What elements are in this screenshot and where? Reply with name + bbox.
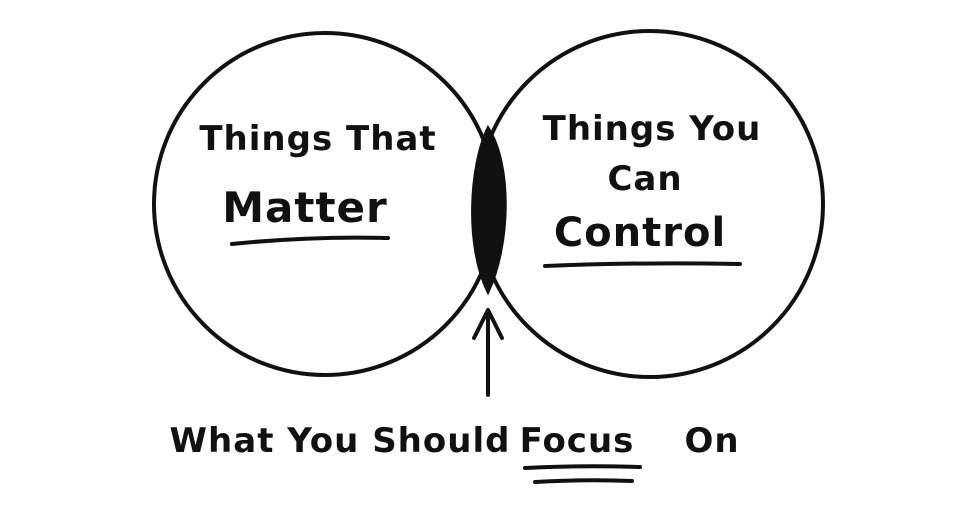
right-circle-line3: Control [554, 210, 726, 256]
left-circle [152, 31, 498, 377]
left-circle-line1: Things That [199, 119, 436, 159]
left-circle-line2: Matter [222, 183, 388, 232]
caption-suffix: On [684, 421, 739, 461]
caption-underline-1 [523, 464, 642, 470]
right-circle [475, 29, 825, 379]
arrow-up-icon [472, 308, 504, 397]
left-circle-underline [230, 235, 390, 246]
right-circle-line1: Things You [543, 109, 762, 149]
caption-prefix: What You Should [170, 421, 511, 461]
caption-emphasis: Focus [520, 421, 635, 461]
right-circle-underline [543, 261, 742, 268]
right-circle-line2: Can [607, 159, 682, 199]
caption-underline-2 [533, 478, 634, 484]
